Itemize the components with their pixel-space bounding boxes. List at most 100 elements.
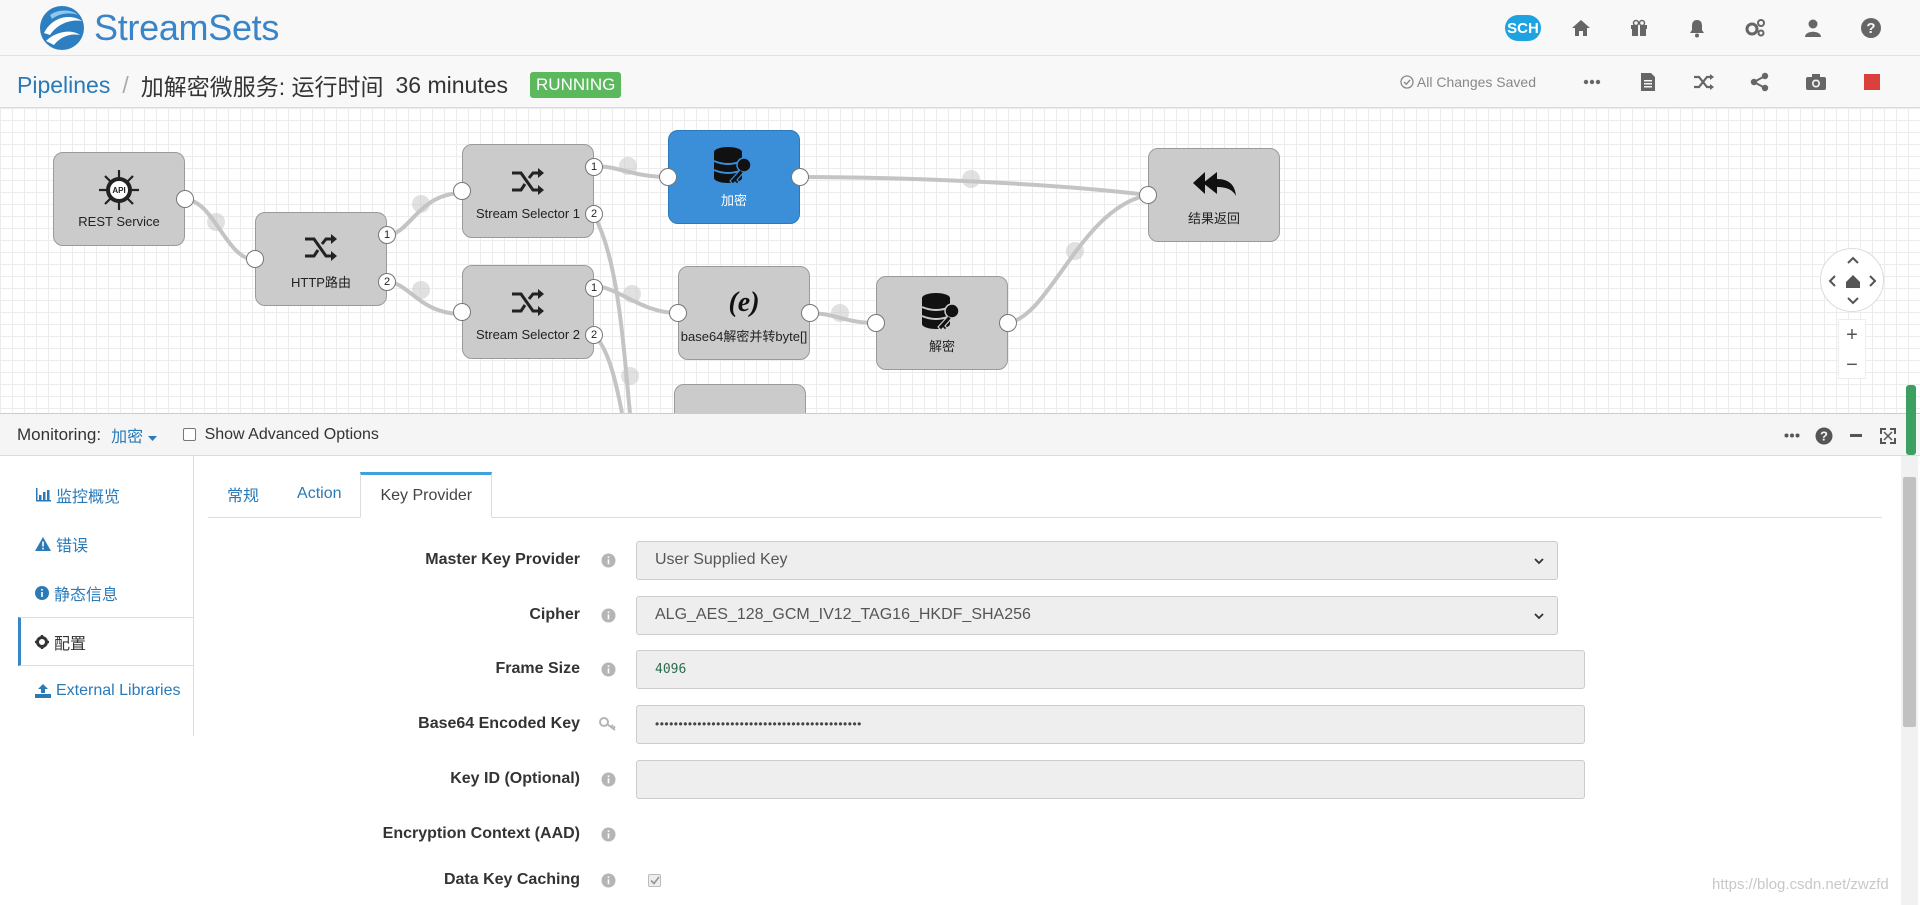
- stage-base64-decode[interactable]: (e) base64解密并转byte[]: [669, 266, 819, 360]
- bell-icon[interactable]: [1668, 0, 1726, 56]
- cipher-select[interactable]: ALG_AES_128_GCM_IV12_TAG16_HKDF_SHA256: [636, 595, 1558, 635]
- gift-icon[interactable]: [1610, 0, 1668, 56]
- input-port[interactable]: [453, 303, 471, 321]
- user-icon[interactable]: [1784, 0, 1842, 56]
- info-icon[interactable]: [580, 553, 636, 568]
- info-icon[interactable]: [580, 827, 636, 842]
- stage-label: HTTP路由: [291, 274, 351, 290]
- nav-label: 配置: [54, 635, 87, 653]
- input-port[interactable]: [453, 182, 471, 200]
- stage-result-return[interactable]: 结果返回: [1139, 148, 1280, 242]
- stage-encrypt[interactable]: 加密: [659, 130, 809, 224]
- help-icon[interactable]: ?: [1842, 0, 1900, 56]
- camera-icon[interactable]: [1788, 56, 1844, 108]
- home-icon[interactable]: [1552, 0, 1610, 56]
- pipeline-canvas[interactable]: API REST Service HTTP路由 1 2: [0, 108, 1920, 413]
- stage-rest-service[interactable]: API REST Service: [53, 152, 194, 246]
- input-port[interactable]: [659, 168, 677, 186]
- frame-size-input[interactable]: 4096: [636, 649, 1585, 689]
- zoom-in-button[interactable]: +: [1846, 323, 1858, 346]
- input-port[interactable]: [669, 304, 687, 322]
- data-key-caching-checkbox[interactable]: [648, 873, 661, 887]
- check-icon: [649, 875, 660, 885]
- stage-stream-selector-2[interactable]: Stream Selector 2 1 2: [453, 265, 603, 359]
- minimize-icon[interactable]: [1840, 414, 1872, 457]
- logo-text: StreamSets: [94, 7, 280, 48]
- more-options-icon[interactable]: [1564, 56, 1620, 108]
- show-advanced-options[interactable]: Show Advanced Options: [182, 426, 379, 444]
- output-port[interactable]: [801, 304, 819, 322]
- monitoring-stage-dropdown[interactable]: 加密: [111, 423, 157, 447]
- database-key-icon: [921, 292, 960, 331]
- output-port[interactable]: [999, 314, 1017, 332]
- stage-partial-hidden[interactable]: [674, 384, 806, 413]
- api-gear-icon: API: [99, 169, 139, 210]
- stage-decrypt[interactable]: 解密: [867, 276, 1017, 370]
- input-port[interactable]: [246, 250, 264, 268]
- info-icon[interactable]: [580, 873, 636, 888]
- output-port-2[interactable]: 2: [585, 326, 603, 344]
- nav-static-info[interactable]: 静态信息: [18, 568, 194, 617]
- stage-label: REST Service: [78, 213, 160, 229]
- sch-icon[interactable]: SCH: [1494, 0, 1552, 56]
- nav-errors[interactable]: 错误: [18, 519, 194, 568]
- nav-monitoring-summary[interactable]: 监控概览: [18, 470, 194, 519]
- nav-label: 监控概览: [56, 488, 121, 506]
- info-icon[interactable]: [580, 608, 636, 623]
- stage-label: 加密: [720, 192, 747, 208]
- stage-label: Stream Selector 1: [475, 205, 581, 221]
- output-port[interactable]: [176, 190, 194, 208]
- field-label: Encryption Context (AAD): [382, 825, 580, 842]
- top-navbar: StreamSets SCH ?: [0, 0, 1920, 56]
- input-value: ••••••••••••••••••••••••••••••••••••••••…: [655, 717, 862, 731]
- zoom-out-button[interactable]: −: [1846, 353, 1858, 376]
- monitoring-label: Monitoring:: [17, 424, 102, 444]
- expand-icon[interactable]: [1872, 414, 1904, 457]
- gears-icon[interactable]: [1726, 0, 1784, 56]
- more-options-icon[interactable]: [1776, 414, 1808, 457]
- stop-pipeline-button[interactable]: [1844, 56, 1900, 108]
- form-row-base64-key: Base64 Encoded Key •••••••••••••••••••••…: [208, 704, 1608, 744]
- tab-general[interactable]: 常规: [227, 488, 260, 505]
- output-port[interactable]: [791, 168, 809, 186]
- shuffle-icon[interactable]: [1676, 56, 1732, 108]
- info-icon[interactable]: [580, 772, 636, 787]
- pan-control[interactable]: [1820, 248, 1884, 312]
- master-key-provider-select[interactable]: User Supplied Key: [636, 540, 1558, 580]
- streamsets-logo[interactable]: StreamSets: [36, 2, 279, 54]
- form-row-key-id: Key ID (Optional): [208, 759, 1608, 799]
- stage-stream-selector-1[interactable]: Stream Selector 1 1 2: [453, 144, 603, 238]
- share-icon[interactable]: [1732, 56, 1788, 108]
- tab-action[interactable]: Action: [297, 485, 342, 502]
- output-port-2[interactable]: 2: [378, 273, 396, 291]
- scrollbar-thumb[interactable]: [1903, 477, 1916, 727]
- check-circle-icon: [1400, 75, 1414, 89]
- breadcrumb-pipelines-link[interactable]: Pipelines: [17, 71, 111, 98]
- select-value: User Supplied Key: [655, 551, 788, 568]
- stage-label: Stream Selector 2: [475, 326, 581, 342]
- nav-external-libraries[interactable]: External Libraries: [18, 666, 194, 715]
- tab-key-provider[interactable]: Key Provider: [360, 472, 493, 518]
- panel-resize-handle[interactable]: [1906, 385, 1916, 455]
- output-port-1[interactable]: 1: [585, 279, 603, 297]
- output-port-1[interactable]: 1: [378, 226, 396, 244]
- pan-arrows-icon: [1828, 256, 1877, 305]
- input-port[interactable]: [867, 314, 885, 332]
- stage-http-router[interactable]: HTTP路由 1 2: [246, 212, 396, 306]
- monitoring-stage-name: 加密: [111, 428, 144, 446]
- help-icon[interactable]: ?: [1808, 414, 1840, 457]
- key-icon[interactable]: [580, 717, 636, 731]
- key-id-input[interactable]: [636, 759, 1585, 799]
- pipeline-runtime: 36 minutes: [395, 71, 509, 98]
- document-icon[interactable]: [1620, 56, 1676, 108]
- advanced-options-checkbox[interactable]: [182, 428, 196, 441]
- info-icon[interactable]: [580, 662, 636, 677]
- output-port-1[interactable]: 1: [585, 158, 603, 176]
- output-port-2[interactable]: 2: [585, 205, 603, 223]
- select-value: ALG_AES_128_GCM_IV12_TAG16_HKDF_SHA256: [655, 606, 1031, 623]
- status-badge: RUNNING: [530, 72, 622, 98]
- base64-key-input[interactable]: ••••••••••••••••••••••••••••••••••••••••…: [636, 704, 1585, 744]
- nav-configuration[interactable]: 配置: [18, 617, 194, 666]
- pipeline-title: 加解密微服务: 运行时间: [140, 74, 384, 100]
- input-port[interactable]: [1139, 186, 1157, 204]
